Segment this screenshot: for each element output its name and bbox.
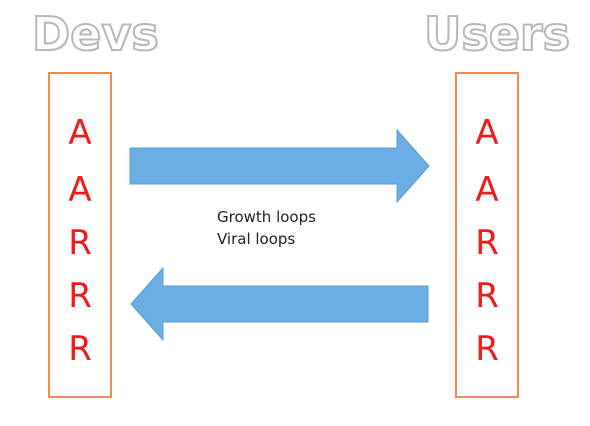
devs-letter-5: R	[68, 329, 92, 369]
left-arrow	[130, 266, 429, 342]
users-aarrr-box: A A R R R	[455, 72, 519, 398]
right-arrow	[129, 128, 430, 204]
users-letter-2: A	[475, 170, 499, 210]
devs-letter-3: R	[68, 223, 92, 263]
caption: Growth loops Viral loops	[217, 206, 316, 250]
devs-heading: Devs	[31, 6, 160, 62]
users-heading: Users	[423, 6, 571, 62]
users-letter-3: R	[475, 223, 499, 263]
devs-aarrr-box: A A R R R	[48, 72, 112, 398]
users-letter-4: R	[475, 276, 499, 316]
devs-letter-4: R	[68, 276, 92, 316]
users-letter-1: A	[475, 113, 499, 153]
devs-letter-2: A	[68, 170, 92, 210]
users-letter-5: R	[475, 329, 499, 369]
caption-line-viral-loops: Viral loops	[217, 230, 296, 248]
caption-line-growth-loops: Growth loops	[217, 208, 316, 226]
devs-letter-1: A	[68, 113, 92, 153]
